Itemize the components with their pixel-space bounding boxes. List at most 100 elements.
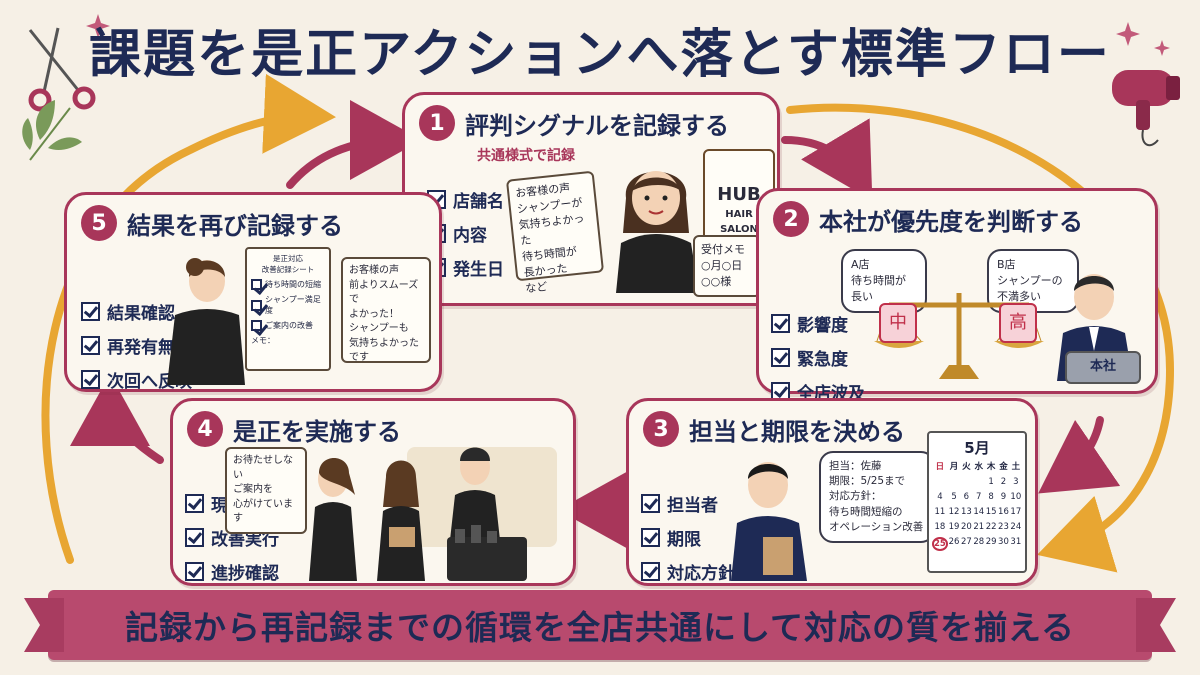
step-3-header: 3 担当と期限を決める — [643, 411, 905, 447]
clipboard-row: シャンプー満足度 — [251, 294, 325, 316]
calendar-day: 21 — [973, 522, 985, 532]
checkbox-checked-icon — [251, 320, 262, 331]
calendar-day: 13 — [960, 507, 972, 517]
hair-dryer-icon — [1112, 70, 1180, 147]
calendar-weekday: 火 — [962, 462, 971, 472]
reception-memo: 受付メモ ○月○日 ○○様 — [693, 235, 761, 297]
summary-banner: 記録から再記録までの循環を全店共通にして対応の質を揃える — [48, 590, 1152, 660]
step-1-header: 1 評判シグナルを記録する — [419, 105, 729, 141]
calendar-day: 18 — [934, 522, 946, 532]
calendar-weekday: 水 — [974, 462, 983, 472]
check-item: 改善実行 — [185, 525, 279, 550]
calendar-day: 20 — [960, 522, 972, 532]
calendar-day: 5 — [951, 492, 957, 502]
calendar-day: 25 — [932, 537, 948, 551]
priority-tag-high: 高 — [999, 303, 1037, 344]
step-1-subtitle: 共通様式で記録 — [477, 148, 575, 164]
checkbox-checked-icon — [81, 302, 100, 321]
calendar-day: 10 — [1010, 492, 1022, 502]
step-4-header: 4 是正を実施する — [187, 411, 401, 447]
step-number: 4 — [187, 411, 223, 447]
check-item: 再発有無 — [81, 333, 192, 358]
step-number: 3 — [643, 411, 679, 447]
store-a-bubble: A店 待ち時間が 長い — [841, 249, 927, 313]
checkbox-checked-icon — [771, 314, 790, 333]
check-item: 進捗確認 — [185, 559, 279, 584]
step-number: 1 — [419, 105, 455, 141]
step-number: 2 — [773, 201, 809, 237]
service-poster: お待たせしない ご案内を 心がけています — [225, 447, 307, 534]
step-title: 結果を再び記録する — [127, 211, 343, 240]
checkbox-checked-icon — [81, 336, 100, 355]
clipboard-row: 待ち時間の短縮 — [251, 279, 325, 290]
scissors-icon — [28, 27, 96, 112]
step-title: 評判シグナルを記録する — [465, 111, 729, 140]
checkbox-checked-icon — [251, 279, 262, 290]
calendar-day: 4 — [937, 492, 943, 502]
leaf-branch-icon — [22, 100, 82, 161]
checkbox-checked-icon — [81, 370, 100, 389]
check-item: 結果確認 — [81, 299, 192, 324]
calendar-day — [932, 477, 948, 487]
calendar-day: 3 — [1013, 477, 1019, 487]
orange-loop-right — [786, 103, 1175, 573]
step-number: 5 — [81, 205, 117, 241]
calendar-weekday: 木 — [986, 462, 996, 472]
calendar-day: 19 — [948, 522, 960, 532]
step-2-header: 2 本社が優先度を判断する — [773, 201, 1083, 237]
banner-text: 記録から再記録までの循環を全店共通にして対応の質を揃える — [124, 608, 1076, 647]
step-title: 本社が優先度を判断する — [819, 207, 1083, 236]
checkbox-checked-icon — [641, 562, 660, 581]
calendar-day: 23 — [998, 522, 1009, 532]
calendar-day — [973, 477, 985, 487]
calendar-weekday: 土 — [1011, 462, 1021, 472]
calendar-day: 31 — [1010, 537, 1022, 547]
arrow-1-to-2 — [781, 118, 873, 201]
record-clipboard: 是正対応 改善記録シート 待ち時間の短縮 シャンプー満足度 ご案内の改善 メモ： — [245, 247, 331, 371]
checkbox-checked-icon — [641, 528, 660, 547]
staff-woman-illustration — [616, 171, 699, 293]
assignment-bubble: 担当：佐藤 期限：5/25まで 対応方針： 待ち時間短縮の オペレーション改善 — [819, 451, 935, 544]
step-card-5: 5 結果を再び記録する 結果確認 再発有無 次回へ反映 是正対応 改善記録シート… — [64, 192, 442, 392]
calendar-day: 16 — [998, 507, 1009, 517]
calendar-day: 9 — [1000, 492, 1007, 502]
arrow-4-to-5 — [70, 374, 164, 464]
calendar-day: 15 — [985, 507, 997, 517]
check-item: 影響度 — [771, 311, 865, 336]
check-item: 担当者 — [641, 491, 735, 516]
checkbox-checked-icon — [251, 299, 262, 311]
calendar-day: 14 — [973, 507, 985, 517]
page-title: 課題を是正アクションへ落とす標準フロー — [89, 25, 1111, 85]
headquarters-laptop: 本社 — [1065, 351, 1141, 384]
arrow-5-to-1 — [286, 100, 422, 189]
clipboard-row: ご案内の改善 — [251, 320, 325, 331]
calendar-day: 2 — [1000, 477, 1007, 487]
customer-voice-notebook: お客様の声 前よりスムーズで よかった！ シャンプーも 気持ちよかったです — [341, 257, 431, 363]
check-item: 緊急度 — [771, 345, 865, 370]
calendar-day: 29 — [985, 537, 997, 547]
calendar-day: 6 — [963, 492, 970, 502]
step-3-checklist: 担当者 期限 対応方針 — [641, 491, 735, 593]
step-card-3: 3 担当と期限を決める 担当者 期限 対応方針 担当：佐藤 期限：5/25まで … — [626, 398, 1038, 586]
step-card-1: 1 評判シグナルを記録する 共通様式で記録 店舗名 内容 発生日 お客様の声 シ… — [402, 92, 780, 306]
calendar-day: 7 — [976, 492, 982, 502]
calendar-day: 12 — [948, 507, 960, 517]
calendar-day: 30 — [998, 537, 1009, 547]
calendar-weekday: 月 — [949, 462, 959, 472]
checkbox-checked-icon — [771, 348, 790, 367]
checkbox-checked-icon — [185, 562, 204, 581]
step-card-2: 2 本社が優先度を判断する 影響度 緊急度 全店波及 A店 待ち時間が 長い B… — [756, 188, 1158, 404]
staff-woman-writing-illustration — [167, 258, 245, 385]
step-5-header: 5 結果を再び記録する — [81, 205, 343, 241]
checkbox-checked-icon — [185, 528, 204, 547]
arrow-2-to-3 — [1038, 416, 1121, 494]
customer-voice-clipboard: お客様の声 シャンプーが 気持ちよかった 待ち時間が 長かった など — [505, 170, 605, 295]
staff-man-illustration — [731, 462, 807, 581]
calendar-day — [948, 477, 960, 487]
clipboard-memo: メモ： — [251, 336, 275, 345]
step-card-4: 4 是正を実施する 現場共有 改善実行 進捗確認 お待たせしない ご案内を 心が… — [170, 398, 576, 586]
step-title: 担当と期限を決める — [689, 417, 905, 446]
calendar-day: 17 — [1010, 507, 1022, 517]
